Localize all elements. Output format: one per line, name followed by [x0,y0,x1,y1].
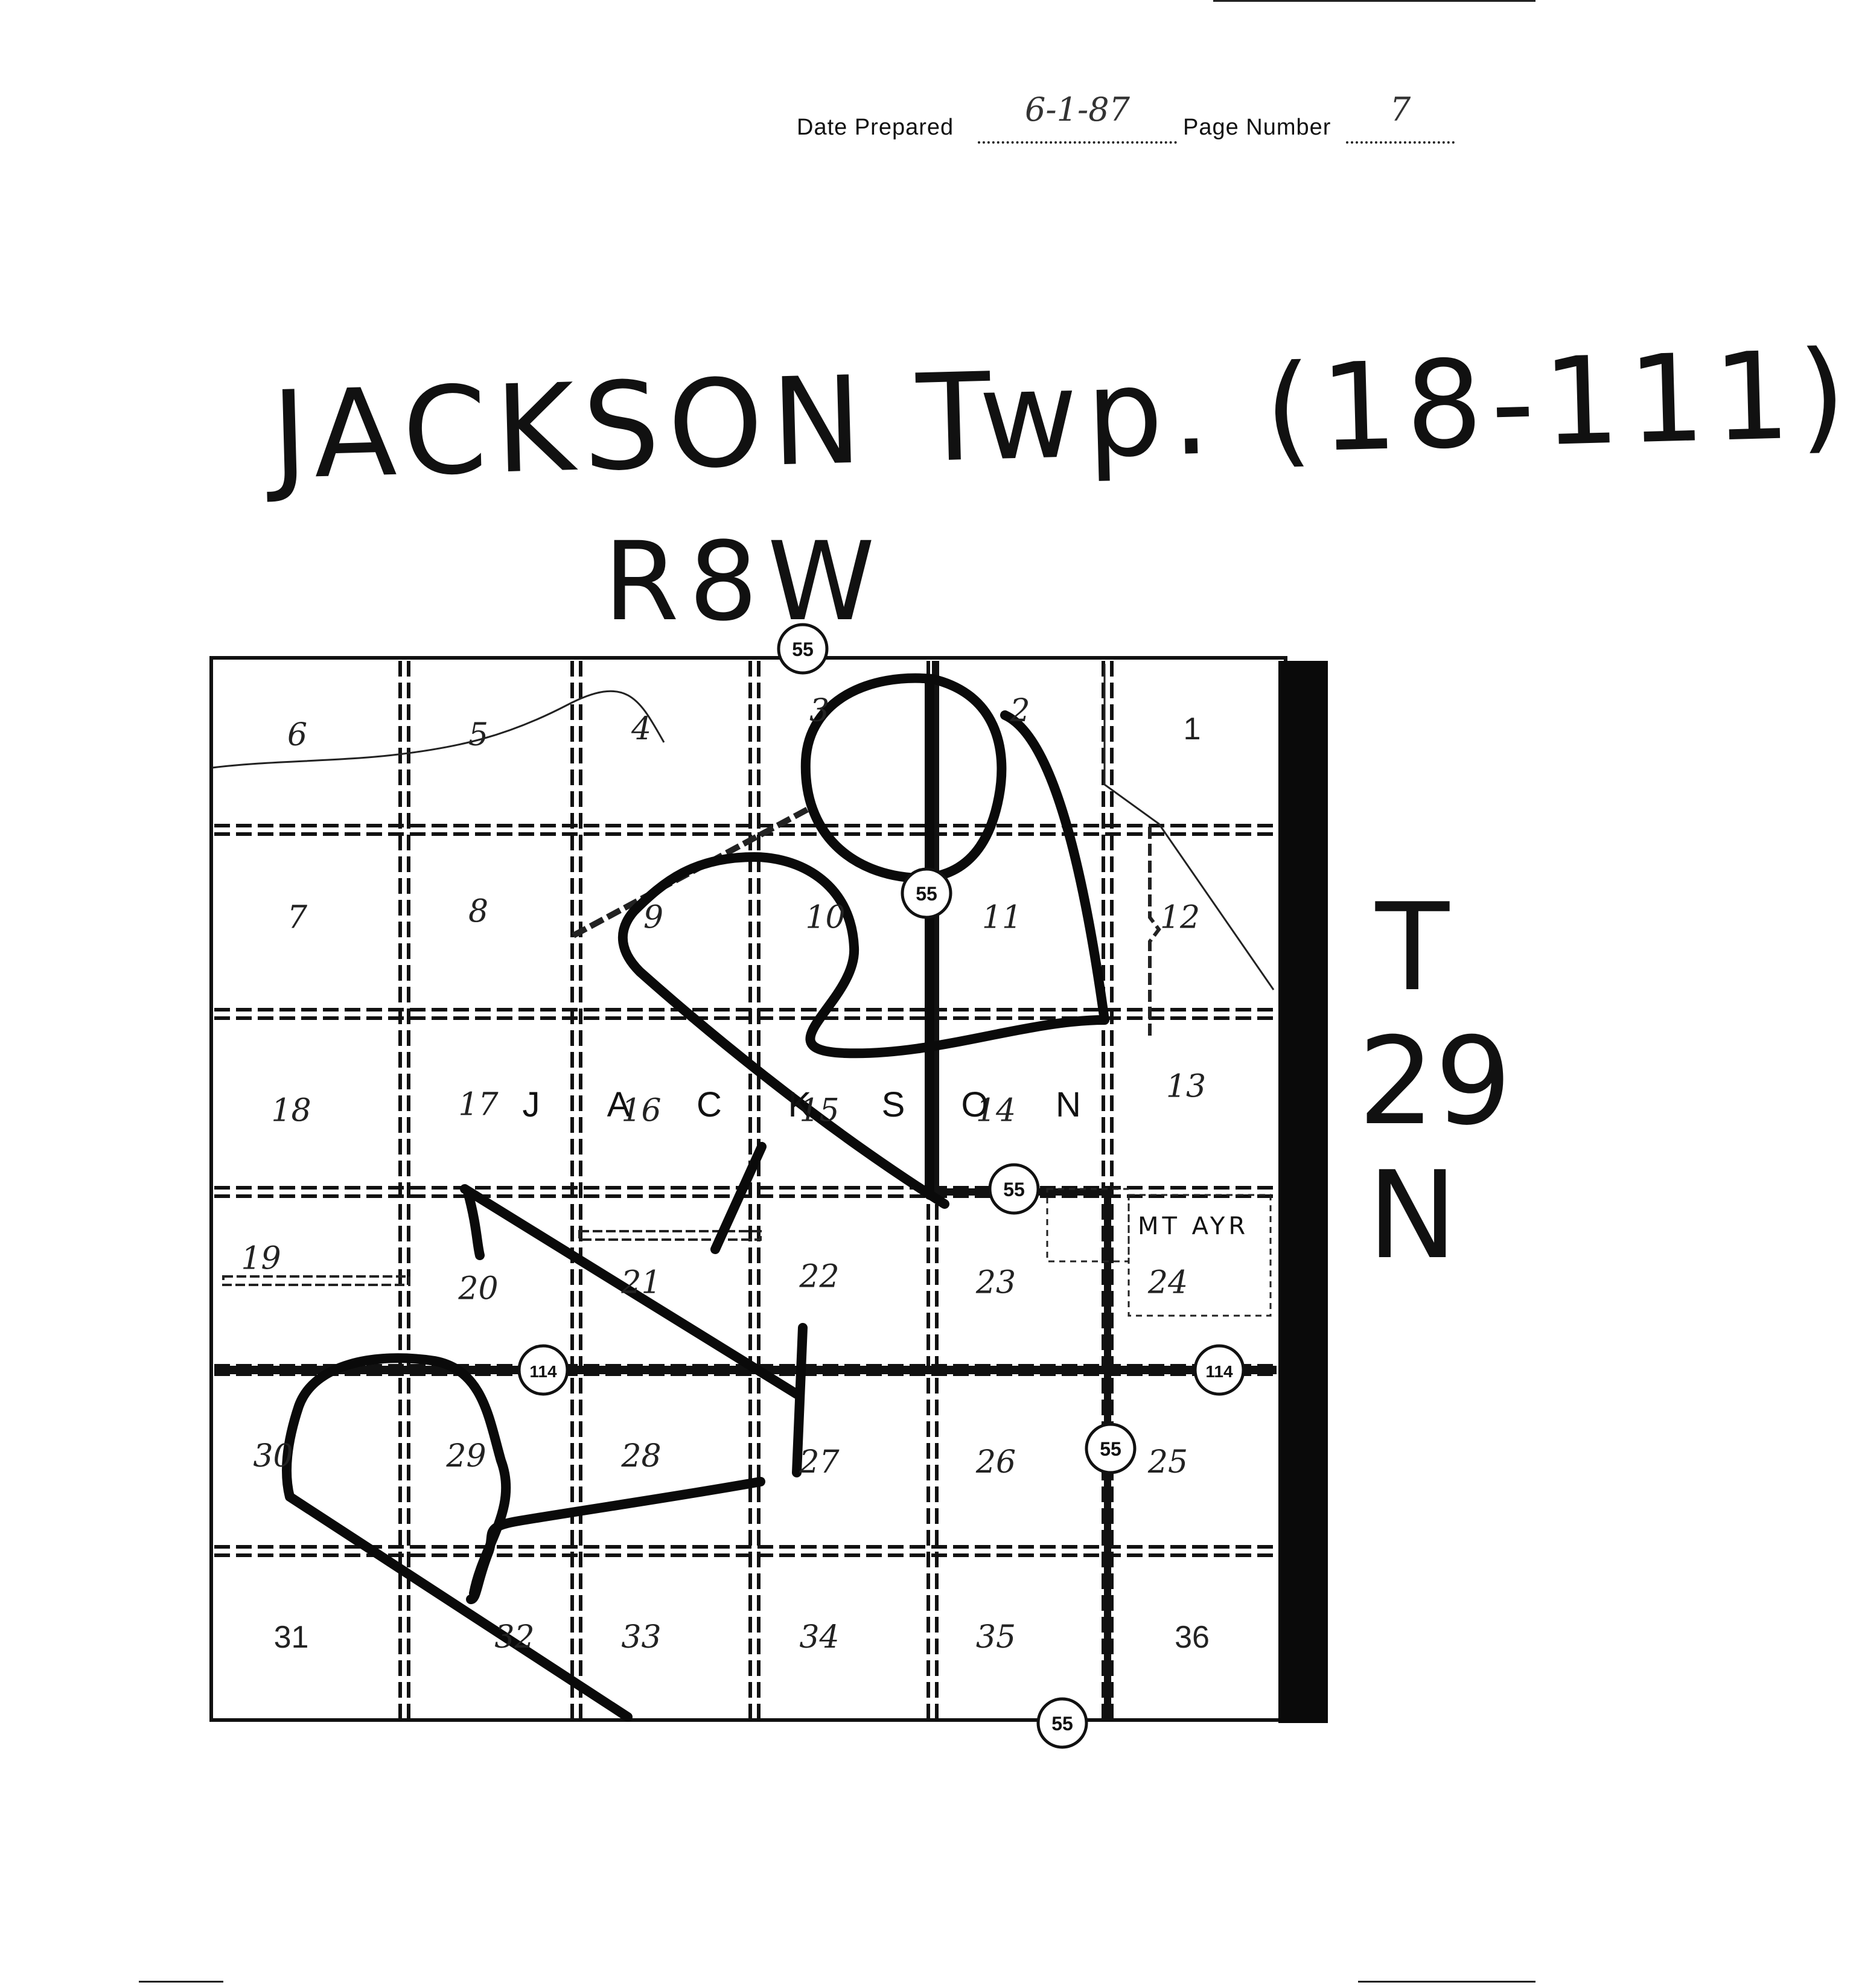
township-name-letter: A [607,1085,631,1124]
township-direction: N [1367,1145,1458,1286]
section-number: 31 [274,1620,309,1655]
section-number: 27 [799,1444,840,1480]
highway-route-number: 55 [1003,1179,1025,1200]
section-number: 4 [631,711,651,747]
page-number-label: Page Number [1183,115,1331,140]
section-number: 21 [620,1265,661,1301]
highway-shield-circle [1193,1344,1245,1396]
scan-edge-line [139,1981,223,1983]
highway-shield: 55 [988,1163,1040,1215]
section-number: 10 [805,900,845,936]
annotation-loop [617,852,949,1209]
annotation-line [710,1142,767,1254]
section-number: 19 [241,1241,281,1277]
annotation-loop [282,1353,633,1722]
highway-shield: 114 [517,1344,569,1396]
creek-line [212,690,665,769]
section-number: 1 [1184,712,1201,747]
highway-shield-circle [901,867,952,919]
highway-shield-circle [517,1344,569,1396]
marker-annotations [282,673,1109,1722]
road-line [578,1230,762,1241]
section-number: 2 [1009,693,1030,729]
east-boundary-bar [1278,661,1328,1723]
section-number: 26 [975,1444,1016,1480]
highway-shield-circle [1036,1697,1088,1749]
section-number: 17 [458,1087,499,1123]
section-number: 13 [1166,1069,1206,1105]
highway-shield: 114 [1193,1344,1245,1396]
section-number: 29 [445,1438,486,1474]
highway-shield-circle [1085,1423,1137,1474]
section-number: 8 [468,894,488,930]
section-number: 6 [287,717,307,753]
section-number: 11 [982,900,1022,936]
section-number: 34 [799,1619,839,1655]
township-name-letter: N [1056,1085,1081,1124]
creek-line [1103,664,1275,990]
scan-edge-line [1213,0,1536,2]
town-outline [1127,1194,1272,1317]
annotation-line [466,1477,765,1604]
highway-shield: 55 [777,623,829,675]
section-number: 14 [976,1093,1016,1129]
township-name-letter: S [882,1085,905,1124]
section-number: 9 [643,900,663,936]
highway-route-number: 55 [1100,1438,1121,1460]
section-number: 33 [621,1619,661,1655]
date-prepared-value: 6-1-87 [978,91,1177,144]
highway-route-number: 55 [1051,1713,1073,1735]
range-label: R8W [604,519,885,645]
section-number: 28 [620,1438,661,1474]
section-number: 25 [1147,1444,1188,1480]
annotation-loop [800,673,1007,883]
township-name-letter: K [788,1085,812,1124]
township-name-letter: C [697,1085,722,1124]
annotation-line [840,710,1109,1059]
highway-shield: 55 [1036,1697,1088,1749]
section-number: 18 [271,1093,311,1129]
annotation-line [460,1184,802,1399]
highway-shield: 55 [901,867,952,919]
section-number: 24 [1147,1265,1188,1301]
section-number: 30 [253,1438,293,1474]
section-number: 15 [799,1093,839,1129]
town-label: MT AYR [1138,1212,1249,1240]
township-name-letter: O [961,1085,988,1124]
highway-route-number: 55 [916,883,937,905]
section-number: 7 [287,900,308,936]
section-number: 16 [621,1093,661,1129]
township-name-letter: J [523,1085,540,1124]
highway-route-number: 114 [1205,1362,1233,1381]
section-number: 3 [809,693,829,729]
highway-shield-circle [988,1163,1040,1215]
town-outline [1046,1188,1130,1263]
section-number: 5 [468,717,488,753]
annotation-line [792,1323,808,1477]
section-number: 36 [1175,1620,1210,1655]
township-letter: T [1375,878,1450,1018]
rail-line [572,806,811,938]
highway-route-number: 114 [529,1362,557,1381]
page-number-value: 7 [1346,91,1455,144]
road-line [222,1275,410,1286]
section-number: 23 [975,1265,1016,1301]
highway-route-number: 55 [792,639,814,660]
scan-edge-line [1358,1981,1536,1983]
section-number: 35 [976,1619,1016,1655]
section-number: 12 [1160,900,1200,936]
section-number: 20 [458,1271,498,1307]
date-prepared-label: Date Prepared [797,115,954,140]
header: Date Prepared 6-1-87 Page Number 7 [797,91,1461,157]
section-number: 32 [494,1619,534,1655]
section-number: 22 [799,1259,839,1295]
highway-shield-circle [777,623,829,675]
road-line [1148,827,1161,1038]
highway-shield: 55 [1085,1423,1137,1474]
